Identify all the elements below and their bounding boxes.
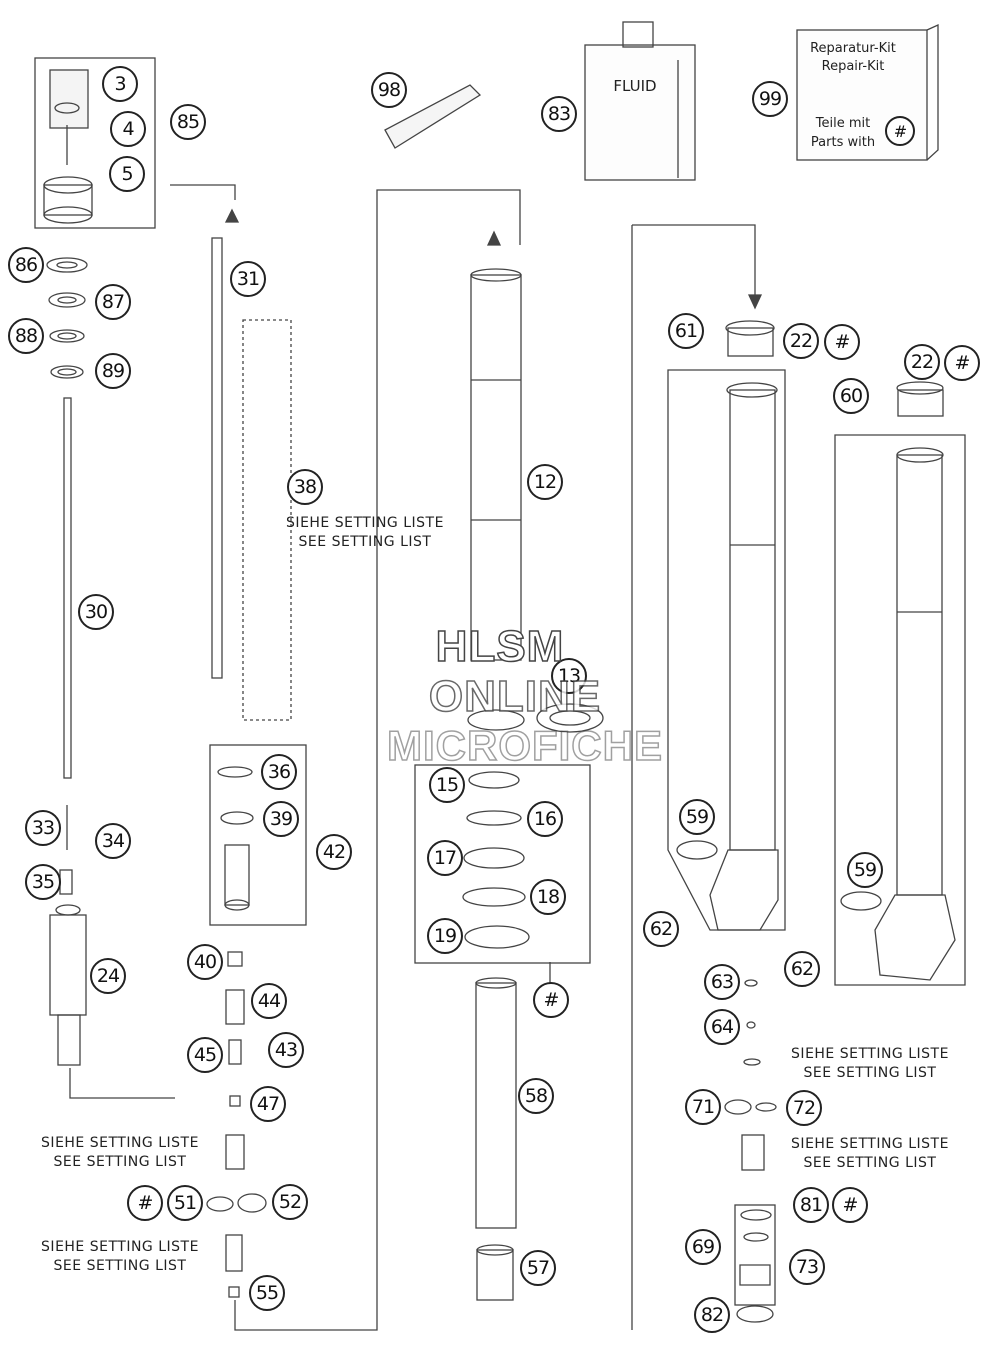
note-de: SIEHE SETTING LISTE <box>791 1136 949 1152</box>
push-rod <box>211 237 223 679</box>
callout-86: 86 <box>8 247 44 283</box>
callout-35: 35 <box>25 864 61 900</box>
callout-hash-81: # <box>832 1187 868 1223</box>
callout-72: 72 <box>786 1090 822 1126</box>
callout-73: 73 <box>789 1249 825 1285</box>
setting-note-valve-1: SIEHE SETTING LISTE SEE SETTING LIST <box>25 1134 215 1172</box>
callout-62b: 62 <box>784 951 820 987</box>
callout-99: 99 <box>752 81 788 117</box>
note-en: SEE SETTING LIST <box>803 1155 937 1171</box>
callout-22b: 22 <box>904 344 940 380</box>
watermark-line-3: MICROFICHE <box>386 721 663 770</box>
callout-42: 42 <box>316 834 352 870</box>
callout-57: 57 <box>520 1250 556 1286</box>
callout-59a: 59 <box>679 799 715 835</box>
callout-22a: 22 <box>783 323 819 359</box>
callout-69: 69 <box>685 1229 721 1265</box>
callout-63: 63 <box>704 964 740 1000</box>
setting-note-spring: SIEHE SETTING LISTE SEE SETTING LIST <box>265 514 465 552</box>
repair-kit-hash: # <box>885 116 915 146</box>
callout-15: 15 <box>429 767 465 803</box>
callout-88: 88 <box>8 318 44 354</box>
damper-rod <box>63 397 72 779</box>
callout-44: 44 <box>251 983 287 1019</box>
callout-hash-22a: # <box>824 324 860 360</box>
callout-81: 81 <box>793 1187 829 1223</box>
callout-85: 85 <box>170 104 206 140</box>
callout-24: 24 <box>90 958 126 994</box>
callout-82: 82 <box>694 1297 730 1333</box>
callout-16: 16 <box>527 801 563 837</box>
callout-38: 38 <box>287 469 323 505</box>
callout-5: 5 <box>109 156 145 192</box>
watermark-line-2: ONLINE <box>428 671 602 722</box>
callout-36: 36 <box>261 754 297 790</box>
repair-kit-line-3: Teile mit <box>815 116 871 131</box>
callout-55: 55 <box>249 1275 285 1311</box>
fork-leg-right <box>896 454 943 896</box>
callout-hash-58: # <box>533 982 569 1018</box>
callout-43: 43 <box>268 1032 304 1068</box>
callout-60: 60 <box>833 378 869 414</box>
callout-51: 51 <box>167 1185 203 1221</box>
fluid-canister <box>584 44 696 181</box>
note-en: SEE SETTING LIST <box>298 534 432 550</box>
parts-with-label: Teile mit Parts with <box>798 114 888 152</box>
callout-59b: 59 <box>847 852 883 888</box>
callout-89: 89 <box>95 353 131 389</box>
repair-kit-line-4: Parts with <box>810 135 876 150</box>
cartridge-body <box>49 914 87 1016</box>
note-en: SEE SETTING LIST <box>53 1154 187 1170</box>
setting-note-right-2: SIEHE SETTING LISTE SEE SETTING LIST <box>775 1135 965 1173</box>
repair-kit-line-1: Reparatur-Kit <box>810 41 896 56</box>
callout-62a: 62 <box>643 911 679 947</box>
callout-87: 87 <box>95 284 131 320</box>
callout-30: 30 <box>78 594 114 630</box>
setting-note-right-1: SIEHE SETTING LISTE SEE SETTING LIST <box>775 1045 965 1083</box>
note-de: SIEHE SETTING LISTE <box>41 1239 199 1255</box>
callout-71: 71 <box>685 1089 721 1125</box>
note-en: SEE SETTING LIST <box>53 1258 187 1274</box>
callout-13: 13 <box>551 658 587 694</box>
repair-kit-label: Reparatur-Kit Repair-Kit <box>797 40 909 76</box>
outer-fork-tube <box>470 274 522 661</box>
callout-hash-22b: # <box>944 345 980 381</box>
fork-spring <box>242 319 292 721</box>
callout-61: 61 <box>668 313 704 349</box>
callout-4: 4 <box>110 111 146 147</box>
callout-hash-51: # <box>127 1185 163 1221</box>
setting-note-valve-2: SIEHE SETTING LISTE SEE SETTING LIST <box>25 1238 215 1276</box>
callout-17: 17 <box>427 840 463 876</box>
callout-40: 40 <box>187 944 223 980</box>
callout-31: 31 <box>230 261 266 297</box>
callout-12: 12 <box>527 464 563 500</box>
fluid-label: FLUID <box>613 77 657 95</box>
callout-39: 39 <box>263 801 299 837</box>
note-de: SIEHE SETTING LISTE <box>41 1135 199 1151</box>
fork-leg-left <box>729 389 776 851</box>
callout-34: 34 <box>95 823 131 859</box>
callout-3: 3 <box>102 66 138 102</box>
cap-assembly-frame <box>34 57 156 229</box>
callout-98: 98 <box>371 72 407 108</box>
repair-kit-line-2: Repair-Kit <box>821 59 885 74</box>
note-en: SEE SETTING LIST <box>803 1065 937 1081</box>
inner-tube <box>475 982 517 1229</box>
callout-83: 83 <box>541 96 577 132</box>
callout-45: 45 <box>187 1037 223 1073</box>
callout-64: 64 <box>704 1009 740 1045</box>
callout-58: 58 <box>518 1078 554 1114</box>
watermark-line-1: HLSM <box>435 621 565 672</box>
callout-47: 47 <box>250 1086 286 1122</box>
note-de: SIEHE SETTING LISTE <box>791 1046 949 1062</box>
callout-18: 18 <box>530 879 566 915</box>
callout-19: 19 <box>427 918 463 954</box>
callout-33: 33 <box>25 810 61 846</box>
callout-52: 52 <box>272 1184 308 1220</box>
note-de: SIEHE SETTING LISTE <box>286 515 444 531</box>
